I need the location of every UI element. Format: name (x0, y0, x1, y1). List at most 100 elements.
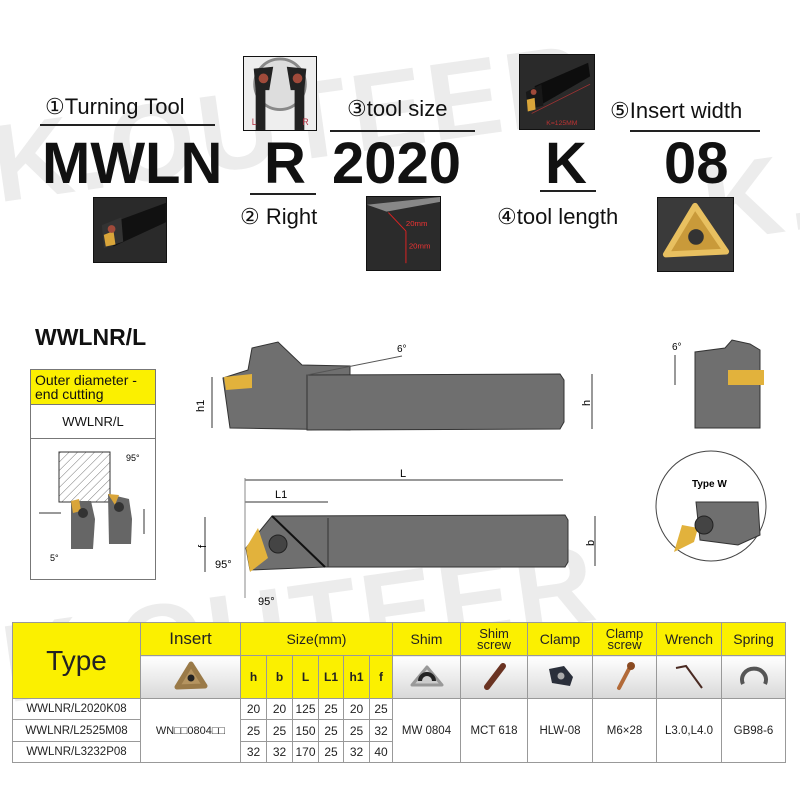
wrench-header: Wrench (656, 622, 722, 656)
application-diagram: 95° 5° (39, 451, 145, 563)
code-type: MWLN (42, 131, 223, 196)
cell-b: 20 (266, 698, 293, 720)
clamp-screw-image (592, 655, 657, 699)
shim-screw-icon (484, 662, 506, 690)
cell-h: 25 (240, 719, 267, 742)
cell-f: 40 (369, 741, 393, 763)
spring-value: GB98-6 (721, 698, 786, 763)
spring-image (721, 655, 786, 699)
cell-L1: 25 (318, 698, 344, 720)
cell-h1: 25 (343, 719, 370, 742)
divider (630, 130, 760, 132)
diagram-title: WWLNR/L (35, 324, 147, 350)
dim-L: L (400, 468, 406, 480)
angle-95: 95° (126, 453, 140, 463)
code-size: 2020 (332, 131, 462, 196)
size-header: Size(mm) (240, 622, 393, 656)
label-insert-width: ⑤Insert width (610, 98, 743, 123)
code-width: 08 (664, 131, 729, 196)
divider (540, 190, 596, 192)
shim-value: MW 0804 (392, 698, 461, 763)
insert-thumbnail (657, 197, 734, 272)
insert-code: WN□□0804□□ (140, 698, 241, 763)
code-length: K (545, 131, 587, 196)
application-model: WWLNR/L (31, 405, 155, 439)
label-tool-length: ④tool length (497, 204, 619, 229)
label-turning-tool: ①Turning Tool (45, 94, 185, 119)
cell-f: 25 (369, 698, 393, 720)
type-header: Type (12, 622, 141, 699)
cell-L: 150 (292, 719, 319, 742)
shim-screw-image (460, 655, 528, 699)
application-header: Outer diameter - end cutting (31, 370, 155, 405)
dim-L1: L1 (275, 489, 287, 501)
hand-right-letter: R (302, 117, 308, 127)
application-box: Outer diameter - end cutting WWLNR/L 95°… (30, 369, 156, 580)
hand-left-letter: L (252, 117, 257, 127)
shim-image (392, 655, 461, 699)
type-w-label: Type W (692, 479, 727, 490)
size-col-b: b (266, 655, 293, 699)
clamp-image (527, 655, 593, 699)
cell-L: 170 (292, 741, 319, 763)
row-type: WWLNR/L2525M08 (12, 719, 141, 742)
clamp-screw-icon (616, 664, 632, 690)
dim-b: b (585, 540, 597, 546)
angle-5: 5° (50, 553, 59, 563)
spec-table: Type Insert Size(mm) Shim Shim screw Cla… (12, 622, 786, 763)
wrench-image (656, 655, 722, 699)
row-type: WWLNR/L2020K08 (12, 698, 141, 720)
size-dim2: 20mm (409, 242, 431, 251)
tool-thumbnail (93, 197, 167, 263)
length-caption: K=125MM (546, 120, 578, 127)
shim-screw-header: Shim screw (460, 622, 528, 656)
divider (40, 124, 215, 126)
label-tool-size: ③tool size (347, 96, 448, 121)
cell-f: 32 (369, 719, 393, 742)
label-right: ② Right (240, 204, 318, 229)
shim-header: Shim (392, 622, 461, 656)
size-col-h1: h1 (343, 655, 370, 699)
tool-drawing: 6° h1 h L L1 f b 95° 95° (195, 341, 597, 608)
wrench-icon (675, 664, 703, 689)
end-view-and-detail: 6° Type W (655, 339, 767, 562)
clamp-value: HLW-08 (527, 698, 593, 763)
cell-h1: 20 (343, 698, 370, 720)
size-col-L: L (292, 655, 319, 699)
size-thumbnail: 20mm 20mm (366, 196, 441, 271)
dim-h1: h1 (195, 400, 207, 412)
cell-L1: 25 (318, 719, 344, 742)
end-angle-label: 6° (672, 342, 682, 353)
cell-L: 125 (292, 698, 319, 720)
top-angle-label: 95° (215, 559, 232, 571)
length-thumbnail: K=125MM (519, 54, 595, 130)
insert-image (140, 655, 241, 699)
clamp-screw-header: Clamp screw (592, 622, 657, 656)
cell-L1: 25 (318, 741, 344, 763)
code-hand: R (264, 131, 306, 196)
dim-h: h (581, 400, 593, 406)
cell-h: 32 (240, 741, 267, 763)
size-col-L1: L1 (318, 655, 344, 699)
size-col-h: h (240, 655, 267, 699)
cell-b: 25 (266, 719, 293, 742)
row-type: WWLNR/L3232P08 (12, 741, 141, 763)
clamp-screw-value: M6×28 (592, 698, 657, 763)
dim-f: f (197, 544, 209, 548)
cell-b: 32 (266, 741, 293, 763)
spring-icon (739, 666, 768, 685)
bottom-angle-label: 95° (258, 596, 275, 608)
spring-header: Spring (721, 622, 786, 656)
insert-header: Insert (140, 622, 241, 656)
shim-screw-value: MCT 618 (460, 698, 528, 763)
divider (250, 193, 316, 195)
side-angle-label: 6° (397, 344, 407, 355)
size-dim1: 20mm (406, 219, 428, 228)
divider (330, 130, 475, 132)
size-col-f: f (369, 655, 393, 699)
clamp-header: Clamp (527, 622, 593, 656)
cell-h: 20 (240, 698, 267, 720)
cell-h1: 32 (343, 741, 370, 763)
wrench-value: L3.0,L4.0 (656, 698, 722, 763)
